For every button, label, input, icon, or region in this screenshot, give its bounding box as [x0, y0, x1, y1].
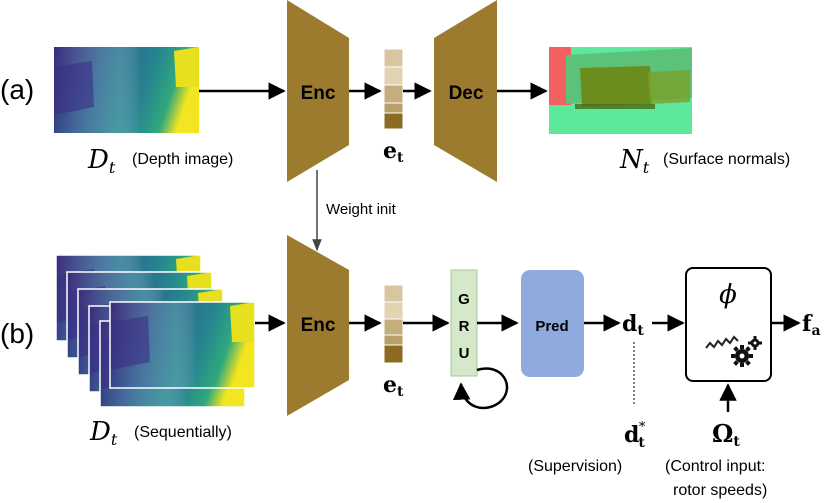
- encoder-a: [287, 0, 349, 182]
- depth-image-stack: [55, 254, 256, 408]
- control-input-label-line1: (Control input:: [665, 458, 766, 475]
- decoder-label: Dec: [449, 83, 484, 104]
- encoder-a-label: Enc: [301, 83, 336, 104]
- gru-recurrent-loop: [452, 367, 509, 410]
- depth-symbol-b: Dt: [89, 417, 118, 449]
- omega-symbol: Ωt: [712, 419, 740, 450]
- gru-label-g: G: [458, 291, 470, 308]
- weight-init-label: Weight init: [326, 201, 397, 218]
- dt-symbol: dt: [622, 311, 644, 339]
- pred-block: [521, 270, 584, 377]
- control-input-label-line2: rotor speeds): [673, 482, 767, 499]
- supervision-label: (Supervision): [528, 458, 622, 475]
- dynamics-model-box: [685, 267, 772, 382]
- phi-symbol: ϕ: [719, 280, 737, 310]
- surface-normals-image: [549, 47, 692, 134]
- row-b-label: (b): [0, 318, 34, 349]
- depth-image-caption: (Depth image): [132, 151, 233, 168]
- latent-vector-b: [383, 284, 404, 364]
- decoder: [434, 0, 497, 182]
- depth-image-a: [54, 47, 199, 133]
- gru-label-r: R: [459, 318, 470, 335]
- sequentially-caption: (Sequentially): [134, 424, 232, 441]
- spring-gear-icon: [705, 335, 762, 367]
- normals-symbol: Nt: [619, 145, 650, 177]
- latent-symbol-a: et: [383, 138, 404, 166]
- encoder-b-label: Enc: [301, 315, 336, 336]
- encoder-b: [287, 235, 349, 416]
- depth-symbol-a: Dt: [87, 145, 116, 177]
- fa-symbol: fa: [802, 311, 821, 339]
- gru-label-u: U: [459, 345, 470, 362]
- dt-star-symbol: dt*: [624, 420, 646, 451]
- latent-vector-a: [383, 48, 404, 130]
- row-a-label: (a): [0, 74, 34, 105]
- gru-block: [450, 269, 478, 377]
- pred-label: Pred: [535, 318, 568, 335]
- latent-symbol-b: et: [383, 372, 404, 400]
- surface-normals-caption: (Surface normals): [663, 151, 790, 168]
